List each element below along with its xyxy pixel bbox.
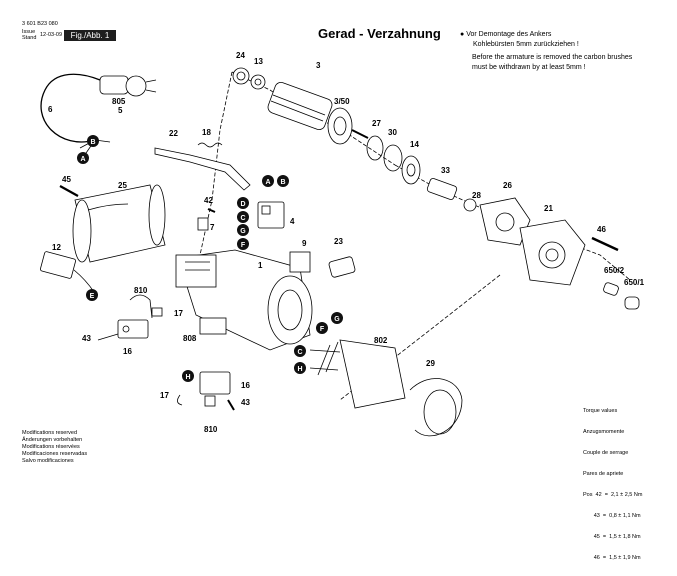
label-22: 22 [169, 129, 178, 138]
bullet-icon: ● [460, 31, 465, 38]
label-28: 28 [472, 191, 481, 200]
note-english: Before the armature is removed the carbo… [472, 53, 632, 73]
label-43-bottom: 43 [241, 398, 250, 407]
label-16-top: 16 [123, 347, 132, 356]
stand-label: Stand [22, 35, 37, 41]
label-3: 3 [316, 61, 321, 70]
label-5: 5 [118, 106, 123, 115]
marker-h-field: H [297, 366, 302, 373]
label-808: 808 [183, 334, 197, 343]
label-802: 802 [374, 336, 388, 345]
torque-title-en: Torque values [583, 408, 618, 414]
mods-de: Änderungen vorbehalten [22, 437, 83, 443]
marker-d-holder: D [240, 201, 245, 208]
marker-f-holder: F [241, 242, 246, 249]
label-805: 805 [112, 97, 126, 106]
label-4: 4 [290, 217, 295, 226]
parts-drawing: 24 13 3 3/50 805 5 6 22 18 27 30 14 33 2… [40, 51, 645, 437]
marker-g-field: G [334, 316, 340, 323]
motor-housing-icon [72, 184, 166, 263]
marker-h-switch: H [185, 374, 190, 381]
label-30: 30 [388, 128, 397, 137]
torque-row-46: 46 = 1,5 ± 1,9 Nm [583, 555, 641, 561]
label-6: 6 [48, 105, 53, 114]
label-650-2: 650/2 [604, 266, 625, 275]
label-46: 46 [597, 225, 606, 234]
marker-c-field: C [297, 349, 302, 356]
label-13: 13 [254, 57, 263, 66]
marker-b-holder: B [280, 179, 285, 186]
figure-label: Fig./Abb. 1 [64, 30, 116, 41]
label-42: 42 [204, 196, 213, 205]
exploded-parts-diagram: 3 601 B23 080 Issue Stand 12-03-09 Fig./… [22, 21, 645, 561]
issue-date: 12-03-09 [40, 32, 63, 38]
torque-row-42: Pos 42 = 2,1 ± 2,5 Nm [583, 492, 643, 498]
note-en-line2: must be withdrawn by at least 5mm ! [472, 64, 586, 71]
note-de-line2: Kohlebürsten 5mm zurückziehen ! [473, 41, 579, 48]
label-24: 24 [236, 51, 245, 60]
label-17-top: 17 [174, 309, 183, 318]
label-21: 21 [544, 204, 553, 213]
armature-icon [267, 81, 369, 145]
marker-g-holder: G [240, 228, 246, 235]
stator-housing-icon [175, 249, 313, 351]
torque-values: Torque values Anzugsmomente Couple de se… [583, 394, 642, 576]
marker-b-cable: B [90, 139, 95, 146]
torque-row-43: 43 = 0,8 ± 1,1 Nm [583, 513, 641, 519]
marker-a-holder: A [265, 179, 270, 186]
mods-en: Modifications reserved [22, 430, 78, 436]
modifications-notice: Modifications reserved Änderungen vorbeh… [22, 430, 87, 465]
diagram-title: Gerad - Verzahnung [318, 26, 441, 41]
mods-fr: Modifications réservées [22, 444, 80, 450]
note-german: ● Vor Demontage des Ankers Kohlebürsten … [460, 30, 579, 50]
label-33: 33 [441, 166, 450, 175]
label-17-bottom: 17 [160, 391, 169, 400]
mods-pt: Salvo modificaciones [22, 458, 74, 464]
torque-title-de: Anzugsmomente [583, 429, 625, 435]
label-3-50: 3/50 [334, 97, 350, 106]
marker-f-field: F [320, 326, 325, 333]
field-coil-icon [309, 339, 406, 409]
label-27: 27 [372, 119, 381, 128]
plug-icon [99, 75, 157, 97]
label-29: 29 [426, 359, 435, 368]
part-number: 3 601 B23 080 [22, 21, 58, 27]
issue-label: Issue [22, 29, 36, 35]
label-26: 26 [503, 181, 512, 190]
label-1: 1 [258, 261, 263, 270]
label-650-1: 650/1 [624, 278, 645, 287]
torque-row-45: 45 = 1,5 ± 1,8 Nm [583, 534, 641, 540]
note-en-line1: Before the armature is removed the carbo… [472, 54, 633, 61]
label-12: 12 [52, 243, 61, 252]
marker-c-holder: C [240, 215, 245, 222]
torque-title-fr: Couple de serrage [583, 450, 629, 456]
label-25: 25 [118, 181, 127, 190]
marker-a-cable: A [80, 156, 85, 163]
label-810-bottom: 810 [204, 425, 218, 434]
label-16-bottom: 16 [241, 381, 250, 390]
marker-e-connector: E [90, 293, 95, 300]
mods-es: Modificaciones reservadas [22, 451, 88, 457]
label-810-top: 810 [134, 286, 148, 295]
label-23: 23 [334, 237, 343, 246]
note-de-line1: Vor Demontage des Ankers [466, 31, 552, 38]
label-43-top: 43 [82, 334, 91, 343]
label-7: 7 [210, 223, 215, 232]
label-18: 18 [202, 128, 211, 137]
label-45: 45 [62, 175, 71, 184]
label-9: 9 [302, 239, 307, 248]
label-14: 14 [410, 140, 419, 149]
torque-title-es: Pares de apriete [583, 471, 624, 477]
